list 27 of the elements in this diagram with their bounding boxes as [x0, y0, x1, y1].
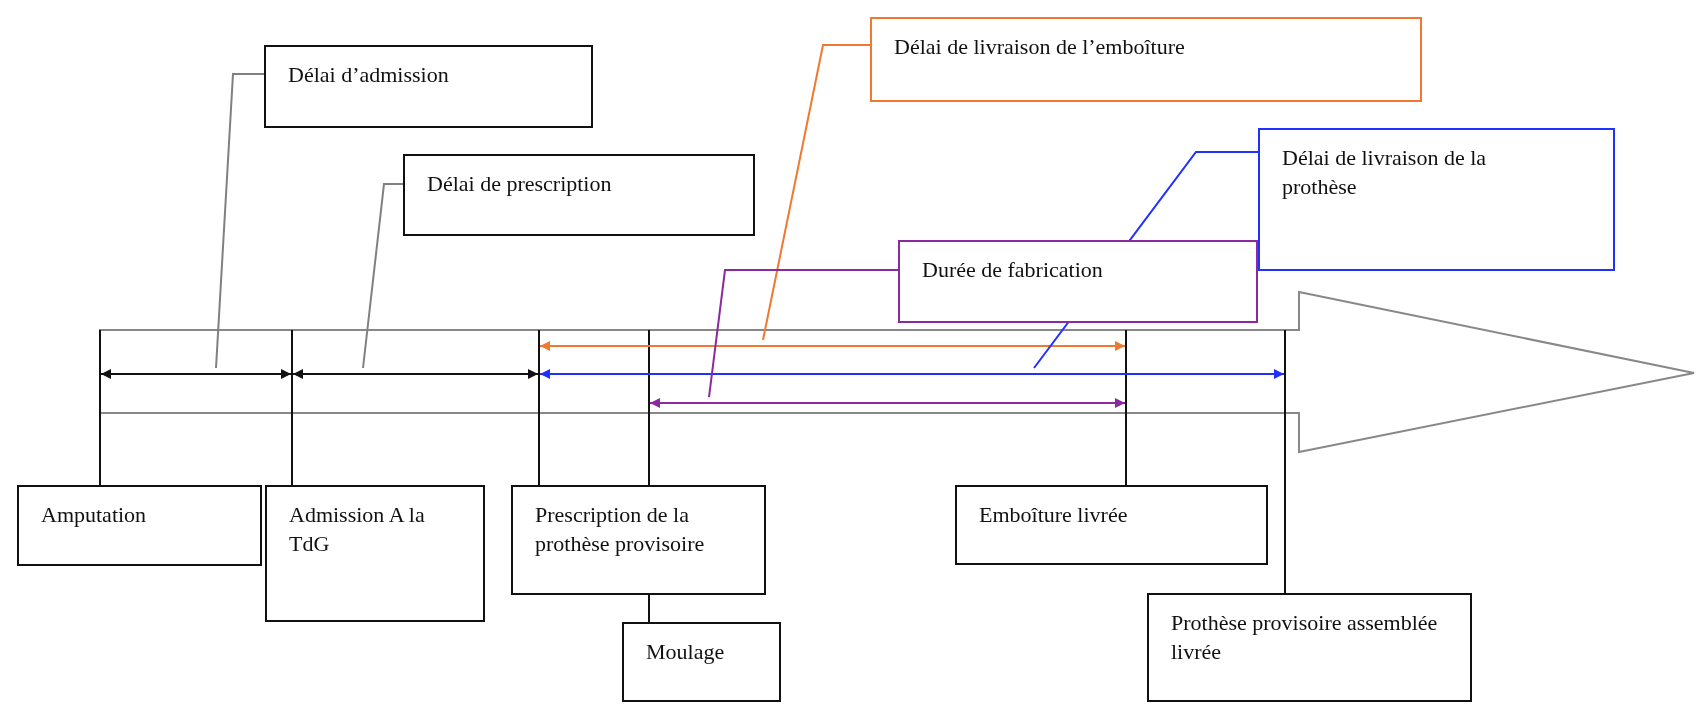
duration-label: Délai de livraison de l’emboîture [870, 17, 1422, 102]
dimension-arrow [649, 398, 1126, 408]
event-label: Prothèse provisoire assemblée livrée [1147, 593, 1472, 702]
event-label: Admission A la TdG [265, 485, 485, 622]
event-label: Moulage [622, 622, 781, 702]
leader-line [362, 183, 404, 369]
tick-line [99, 330, 101, 485]
connector-line [648, 594, 650, 623]
tick-line [291, 330, 293, 485]
tick-line [648, 330, 650, 485]
dimension-arrow [100, 369, 292, 379]
tick-line [538, 330, 540, 485]
event-label: Emboîture livrée [955, 485, 1268, 565]
duration-label: Délai d’admission [264, 45, 593, 128]
dimension-arrow [539, 341, 1126, 351]
event-label: Amputation [17, 485, 262, 566]
leader-line [215, 73, 265, 369]
leader-line [708, 269, 899, 398]
event-label: Prescription de la prothèse provisoire [511, 485, 766, 595]
duration-label: Délai de prescription [403, 154, 755, 236]
duration-label: Durée de fabrication [898, 240, 1258, 323]
leader-line [762, 44, 871, 341]
dimension-arrow [292, 369, 539, 379]
duration-label: Délai de livraison de la prothèse [1258, 128, 1615, 271]
tick-line [1125, 330, 1127, 485]
tick-line [1284, 330, 1286, 593]
dimension-arrow [539, 369, 1285, 379]
